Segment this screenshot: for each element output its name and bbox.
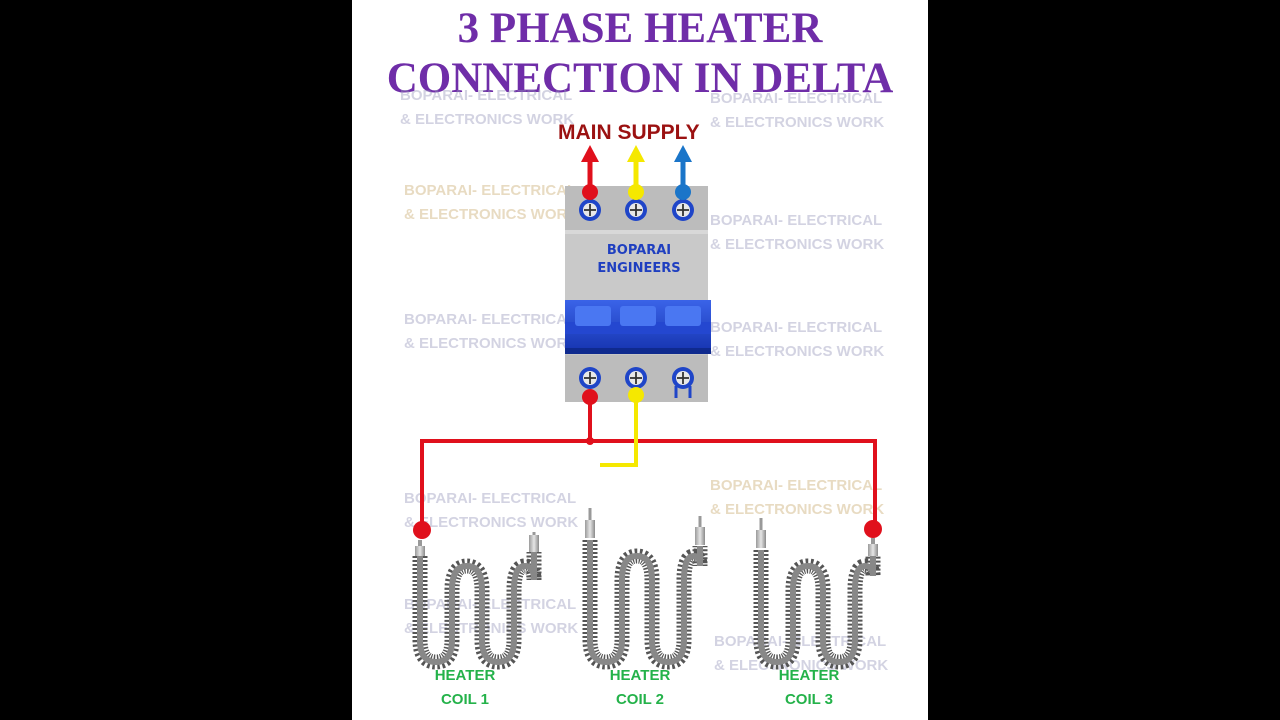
watermark: BOPARAI- ELECTRICAL& ELECTRONICS WORK [404,182,579,223]
brand-line-2: ENGINEERS [597,261,681,276]
supply-arrow-blue-icon [674,145,692,200]
top-terminal-icon [625,199,647,221]
bottom-terminal-icon [672,367,694,398]
watermark: BOPARAI- ELECTRICAL& ELECTRONICS WORK [710,212,885,253]
top-terminal-icon [579,199,601,221]
watermark: BOPARAI- ELECTRICAL& ELECTRONICS WORK [400,87,575,128]
watermark: BOPARAI- ELECTRICAL& ELECTRONICS WORK [404,490,579,531]
watermark: BOPARAI- ELECTRICAL& ELECTRONICS WORK [710,90,885,131]
watermark: BOPARAI- ELECTRICAL& ELECTRONICS WORK [404,311,579,352]
brand-line-1: BOPARAI [606,243,672,258]
supply-arrow-yellow-icon [627,145,645,200]
breaker-brand-label: BOPARAI ENGINEERS [574,242,704,278]
title-line-1: 3 PHASE HEATER [457,5,823,52]
heater-coil-2-icon [582,508,708,670]
main-supply-label: MAIN SUPPLY [558,121,700,144]
heater-coil-1-icon [412,532,542,670]
top-terminal-icon [672,199,694,221]
supply-arrow-red-icon [581,145,599,200]
watermark: BOPARAI- ELECTRICAL& ELECTRONICS WORK [710,319,885,360]
bottom-terminal-icon [579,367,601,389]
watermark: BOPARAI- ELECTRICAL& ELECTRONICS WORK [710,477,885,518]
wiring-diagram [412,145,882,670]
circuit-breaker [565,186,711,402]
yellow-output-wire [600,387,644,467]
heater-coil-3-icon [753,518,881,670]
red-output-wire [413,389,882,539]
title-line-2: CONNECTION IN DELTA [386,55,894,102]
bottom-terminal-icon [625,367,647,389]
diagram-panel: 3 PHASE HEATER CONNECTION IN DELTA BOPAR… [352,0,928,720]
